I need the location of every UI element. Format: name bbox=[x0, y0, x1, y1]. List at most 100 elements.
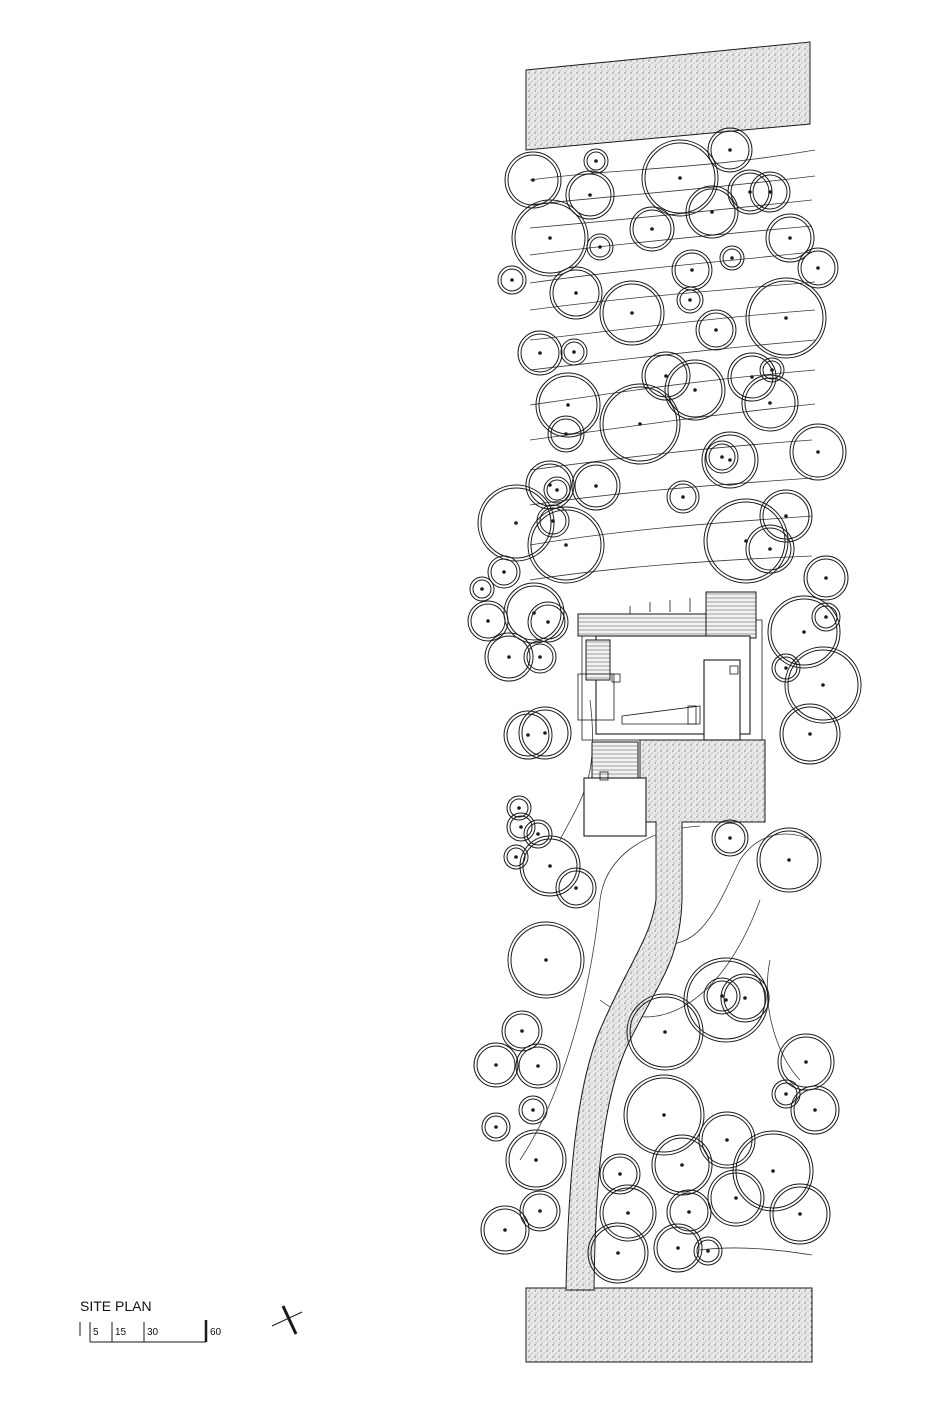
tree-canopy bbox=[525, 460, 575, 510]
tree-canopy bbox=[518, 1095, 548, 1125]
tree-canopy bbox=[653, 1223, 703, 1273]
tree-canopy bbox=[705, 440, 739, 474]
tree-canopy bbox=[504, 151, 562, 209]
tree-canopy bbox=[519, 1190, 561, 1232]
house-footprint bbox=[577, 591, 763, 837]
tree-canopy bbox=[517, 330, 563, 376]
tree-canopy bbox=[779, 703, 841, 765]
tree-canopy bbox=[707, 1169, 765, 1227]
tree-canopy bbox=[536, 504, 570, 538]
tree-canopy bbox=[759, 357, 785, 383]
tree-canopy bbox=[506, 795, 532, 821]
tree-canopy bbox=[586, 233, 614, 261]
tree-canopy bbox=[756, 827, 822, 893]
tree-canopy bbox=[535, 372, 601, 438]
tree-canopy bbox=[790, 1085, 840, 1135]
tree-canopy bbox=[771, 653, 801, 683]
tree-canopy bbox=[519, 835, 581, 897]
tree-canopy bbox=[719, 245, 745, 271]
tree-canopy bbox=[707, 127, 753, 173]
tree-canopy bbox=[507, 921, 585, 999]
tree-canopy bbox=[599, 280, 665, 346]
tree-canopy bbox=[651, 1134, 713, 1196]
tree-canopy bbox=[560, 338, 588, 366]
tree-canopy bbox=[664, 359, 726, 421]
tree-canopy bbox=[693, 1236, 723, 1266]
driveway bbox=[565, 739, 766, 1291]
tree-canopy bbox=[487, 555, 521, 589]
tree-canopy bbox=[583, 148, 609, 174]
tree-canopy bbox=[527, 601, 569, 643]
tree-canopy bbox=[503, 710, 553, 760]
tree-canopy bbox=[698, 1111, 756, 1169]
tree-canopy bbox=[626, 993, 704, 1071]
tree-canopy bbox=[711, 819, 749, 857]
plan-title: SITE PLAN bbox=[80, 1298, 152, 1314]
tree-canopy bbox=[720, 973, 770, 1023]
tree-canopy bbox=[685, 185, 739, 239]
tree-canopy bbox=[765, 213, 815, 263]
tree-canopy bbox=[547, 415, 585, 453]
scale-label-5: 5 bbox=[93, 1327, 99, 1338]
tree-canopy bbox=[505, 1129, 567, 1191]
tree-canopy bbox=[469, 576, 495, 602]
tree-canopy bbox=[523, 640, 557, 674]
scale-label-30: 30 bbox=[147, 1327, 159, 1338]
tree-canopy bbox=[777, 1033, 835, 1091]
tree-canopy bbox=[549, 266, 603, 320]
tree-canopy bbox=[480, 1205, 530, 1255]
tree-canopy bbox=[484, 632, 534, 682]
tree-canopy bbox=[501, 1010, 543, 1052]
tree-canopy bbox=[666, 1189, 712, 1235]
tree-canopy bbox=[543, 476, 571, 504]
tree-canopy bbox=[695, 309, 737, 351]
tree-canopy bbox=[523, 819, 553, 849]
tree-canopy bbox=[599, 1184, 657, 1242]
tree-canopy bbox=[666, 480, 700, 514]
scale-label-60: 60 bbox=[210, 1327, 222, 1338]
tree-canopy bbox=[473, 1042, 519, 1088]
tree-canopy bbox=[571, 461, 621, 511]
tree-canopy bbox=[749, 171, 791, 213]
tree-canopy bbox=[741, 374, 799, 432]
tree-canopy bbox=[629, 206, 675, 252]
tree-canopy bbox=[769, 1183, 831, 1245]
tree-canopy bbox=[759, 489, 813, 543]
tree-canopy bbox=[803, 555, 849, 601]
tree-canopy bbox=[623, 1074, 705, 1156]
tree-canopy bbox=[518, 706, 572, 760]
scale-bar bbox=[79, 1320, 208, 1343]
tree-canopy bbox=[703, 498, 789, 584]
tree-canopy bbox=[641, 351, 691, 401]
tree-canopy bbox=[683, 957, 769, 1043]
tree-canopy bbox=[767, 595, 841, 669]
tree-canopy bbox=[565, 170, 615, 220]
tree-canopy bbox=[745, 524, 795, 574]
north-arrow-icon bbox=[271, 1305, 303, 1335]
tree-canopy bbox=[506, 812, 536, 842]
tree-canopy bbox=[727, 352, 777, 402]
road-bottom bbox=[525, 1287, 813, 1363]
tree-canopy bbox=[467, 600, 509, 642]
tree-canopy bbox=[527, 506, 605, 584]
tree-canopy bbox=[789, 423, 847, 481]
tree-canopy bbox=[703, 977, 741, 1015]
tree-canopy bbox=[515, 1043, 561, 1089]
tree-canopy bbox=[555, 867, 597, 909]
tree-canopy bbox=[511, 199, 589, 277]
tree-canopy bbox=[797, 247, 839, 289]
tree-canopy bbox=[599, 1153, 641, 1195]
scale-label-15: 15 bbox=[115, 1327, 127, 1338]
tree-canopy bbox=[599, 383, 681, 465]
tree-canopy bbox=[676, 286, 704, 314]
tree-canopy bbox=[745, 277, 827, 359]
tree-canopy bbox=[701, 431, 759, 489]
trees bbox=[467, 127, 862, 1284]
tree-canopy bbox=[641, 139, 719, 217]
tree-canopy bbox=[481, 1112, 511, 1142]
road-top bbox=[525, 41, 811, 151]
tree-canopy bbox=[477, 484, 555, 562]
tree-canopy bbox=[497, 265, 527, 295]
tree-canopy bbox=[771, 1079, 801, 1109]
